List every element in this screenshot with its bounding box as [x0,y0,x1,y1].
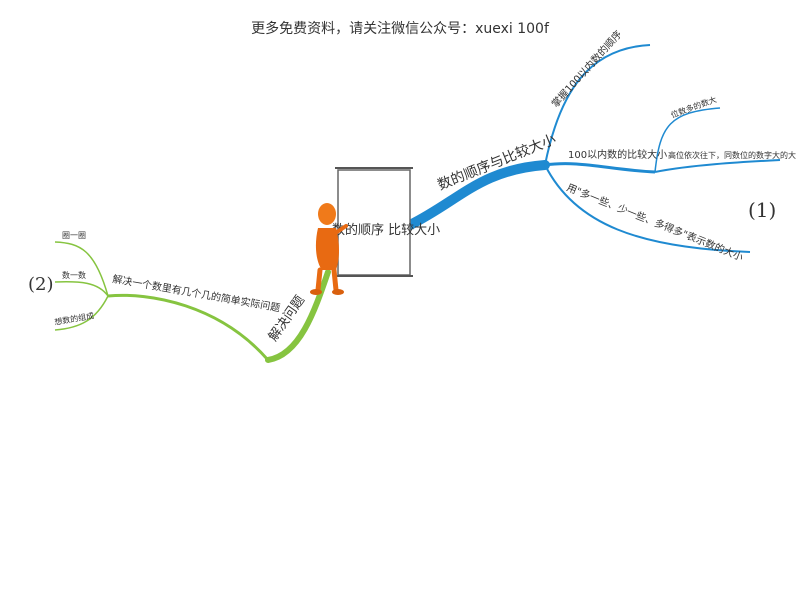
branch-left-leaf2-label: 数一数 [62,270,86,280]
center-board [335,167,413,277]
branch-left-main-line [265,269,331,363]
branch-right-sub3-line [544,164,751,253]
branch-right-sub1-line [544,44,651,166]
branch-left-leaf3-line [54,295,109,331]
branch-right-sub2-line [544,162,656,174]
branch-right-main-line [405,160,550,230]
branch-right-sub2b-line [654,159,781,173]
branch-right-sub2a-label: 位数多的数大 [669,94,718,120]
branch-right-sub1-label: 掌握100以内数的顺序 [549,28,625,110]
branch-left-leaf3-label: 想数的组成 [54,310,95,327]
header-text: 更多免费资料，请关注微信公众号：xuexi 100f [251,21,549,37]
branch-right-sub2-label: 100以内数的比较大小 [568,148,667,161]
marker-right: (1) [748,198,776,222]
branch-left-leaf1-line [54,241,109,297]
branch-right-sub3-label: 用"多一些、少一些、多得多"表示数的大小 [565,181,745,264]
branch-right-sub2b-label: 高位依次往下，同数位的数字大的大 [668,150,796,160]
branch-left-leaf1-label: 圈一圈 [62,231,86,240]
branch-left-leaf2-line [54,280,109,297]
presenter-figure [310,203,348,295]
branch-left-sub-line [107,293,270,361]
marker-left: (2) [28,274,54,295]
center-label: 数的顺序 比较大小 [332,222,440,238]
branch-right-sub2a-line [654,107,721,173]
